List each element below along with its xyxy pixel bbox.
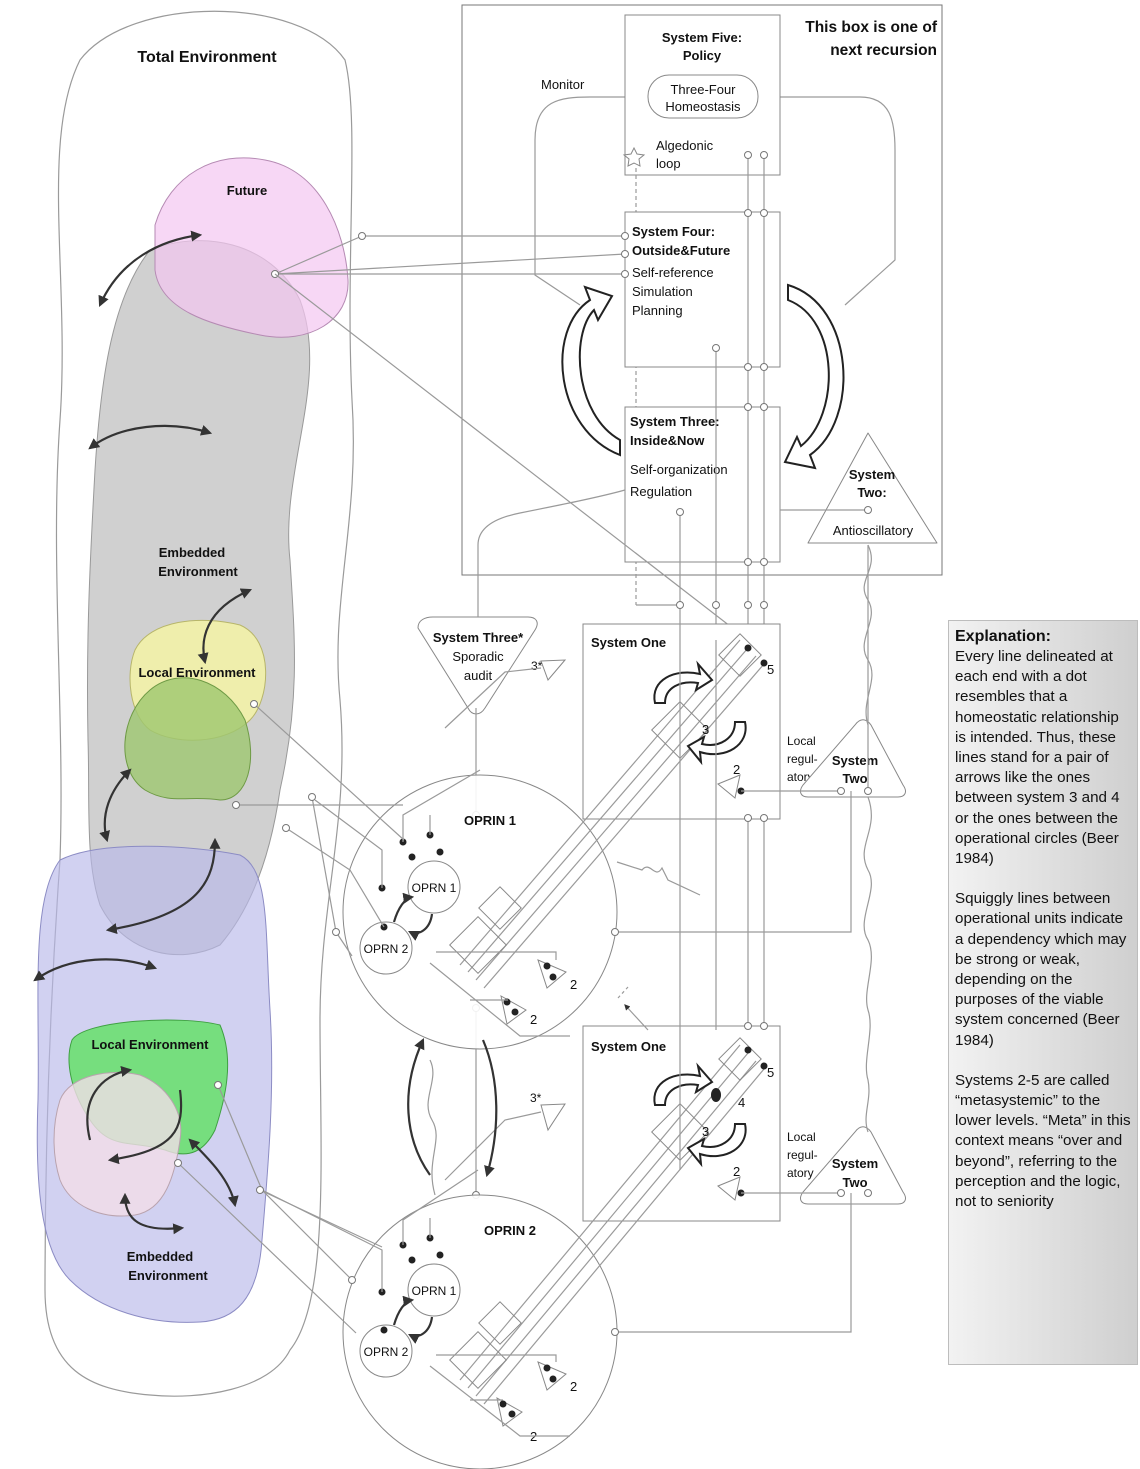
system-four-title-2: Outside&Future <box>632 243 730 258</box>
system-five-title-2: Policy <box>683 48 722 63</box>
system-three-star-title: System Three* <box>433 630 524 645</box>
oprin1-label: OPRIN 1 <box>464 813 516 828</box>
command-channels <box>676 151 768 640</box>
system-three-box <box>624 406 781 563</box>
svg-text:2: 2 <box>570 977 577 992</box>
explanation-panel: Explanation: Every line delineated at ea… <box>948 620 1138 1365</box>
system-four-item-3: Planning <box>632 303 683 318</box>
system-four-item-1: Self-reference <box>632 265 714 280</box>
algedonic-star-icon <box>622 146 646 167</box>
s4-to-s3-arrow <box>783 283 845 470</box>
system-four-box <box>624 211 781 368</box>
future-environment <box>154 157 349 338</box>
total-environment-label: Total Environment <box>137 49 277 66</box>
monitor-label: Monitor <box>541 77 585 92</box>
operation-unit-1: System One OPRIN 1 OPRN 1 OPRN 2 2 2 3* <box>314 545 906 1050</box>
system-three-item-1: Self-organization <box>630 462 728 477</box>
system-five-title-1: System Five: <box>662 30 742 45</box>
system-two-title-2: Two: <box>857 485 886 500</box>
svg-text:Two: Two <box>842 1175 867 1190</box>
environment-operation-links <box>174 700 405 1334</box>
svg-text:regul-: regul- <box>787 1148 818 1162</box>
system-three-star-sub-2: audit <box>464 668 493 683</box>
svg-text:2: 2 <box>733 1164 740 1179</box>
system-three-title-2: Inside&Now <box>630 433 705 448</box>
system-two-metasystem-triangle <box>807 432 938 544</box>
future-links <box>271 232 749 641</box>
operation-unit-2: System One OPRIN 2 OPRN 1 OPRN 2 2 2 3* … <box>261 1025 906 1469</box>
system-two-sub: Antioscillatory <box>833 523 914 538</box>
homeostasis-pill <box>647 74 759 119</box>
embedded-environment-bottom-label-1: Embedded <box>127 1249 194 1264</box>
svg-text:Local: Local <box>787 1130 816 1144</box>
metasystem-box <box>461 4 943 576</box>
local-environment-bottom-label: Local Environment <box>91 1037 209 1052</box>
environment-arrows <box>33 230 253 1235</box>
local-environment-top-core <box>124 677 252 801</box>
system-three-item-2: Regulation <box>630 484 692 499</box>
homeostasis-label-2: Homeostasis <box>665 99 741 114</box>
metasystem-box-note-2: next recursion <box>830 42 937 59</box>
algedonic-label-1: Algedonic <box>656 138 714 153</box>
inter-operation-links <box>407 544 873 1196</box>
system-one-1-label: System One <box>591 635 666 650</box>
op2-oprn2: OPRN 2 <box>364 1345 409 1359</box>
future-label: Future <box>227 183 267 198</box>
op1-oprn1: OPRN 1 <box>412 881 457 895</box>
svg-text:2: 2 <box>733 762 740 777</box>
svg-text:4: 4 <box>738 1095 745 1110</box>
algedonic-label-2: loop <box>656 156 681 171</box>
svg-text:System: System <box>832 753 878 768</box>
explanation-paragraph-3: Systems 2-5 are called “metasystemic” to… <box>955 1071 1131 1211</box>
svg-text:3*: 3* <box>531 659 543 673</box>
embedded-environment-top-label-1: Embedded <box>159 545 226 560</box>
explanation-paragraph-2: Squiggly lines between operational units… <box>955 890 1127 1049</box>
oprin2-label: OPRIN 2 <box>484 1223 536 1238</box>
svg-text:3: 3 <box>702 722 709 737</box>
monitor-loop <box>534 96 896 306</box>
s3-to-s4-arrow <box>561 285 621 457</box>
system-four-title-1: System Four: <box>632 224 715 239</box>
svg-text:5: 5 <box>767 1065 774 1080</box>
explanation-paragraph-1: Every line delineated at each end with a… <box>955 648 1120 868</box>
svg-text:Two: Two <box>842 771 867 786</box>
homeostasis-label-1: Three-Four <box>670 82 736 97</box>
system-four-item-2: Simulation <box>632 284 693 299</box>
explanation-heading: Explanation: <box>955 628 1052 645</box>
system-two-title-1: System <box>849 467 895 482</box>
local-environment-top-label: Local Environment <box>138 665 256 680</box>
system-three-title-1: System Three: <box>630 414 720 429</box>
svg-text:regul-: regul- <box>787 752 818 766</box>
system-three-star-triangle <box>417 616 538 715</box>
op1-oprn2: OPRN 2 <box>364 942 409 956</box>
svg-text:5: 5 <box>767 662 774 677</box>
svg-text:3*: 3* <box>530 1091 542 1105</box>
svg-text:2: 2 <box>530 1012 537 1027</box>
system-three-star-sub-1: Sporadic <box>452 649 504 664</box>
svg-text:Local: Local <box>787 734 816 748</box>
system-one-2-label: System One <box>591 1039 666 1054</box>
svg-text:3: 3 <box>702 1124 709 1139</box>
svg-text:System: System <box>832 1156 878 1171</box>
total-environment-outline <box>44 10 354 1397</box>
svg-text:2: 2 <box>570 1379 577 1394</box>
metasystem-box-note-1: This box is one of <box>805 19 938 36</box>
embedded-environment-top-label-2: Environment <box>158 564 238 579</box>
embedded-environment-bottom-label-2: Environment <box>128 1268 208 1283</box>
local-environment-bottom-overlap <box>53 1072 182 1217</box>
svg-text:atory: atory <box>787 1166 814 1180</box>
op2-oprn1: OPRN 1 <box>412 1284 457 1298</box>
